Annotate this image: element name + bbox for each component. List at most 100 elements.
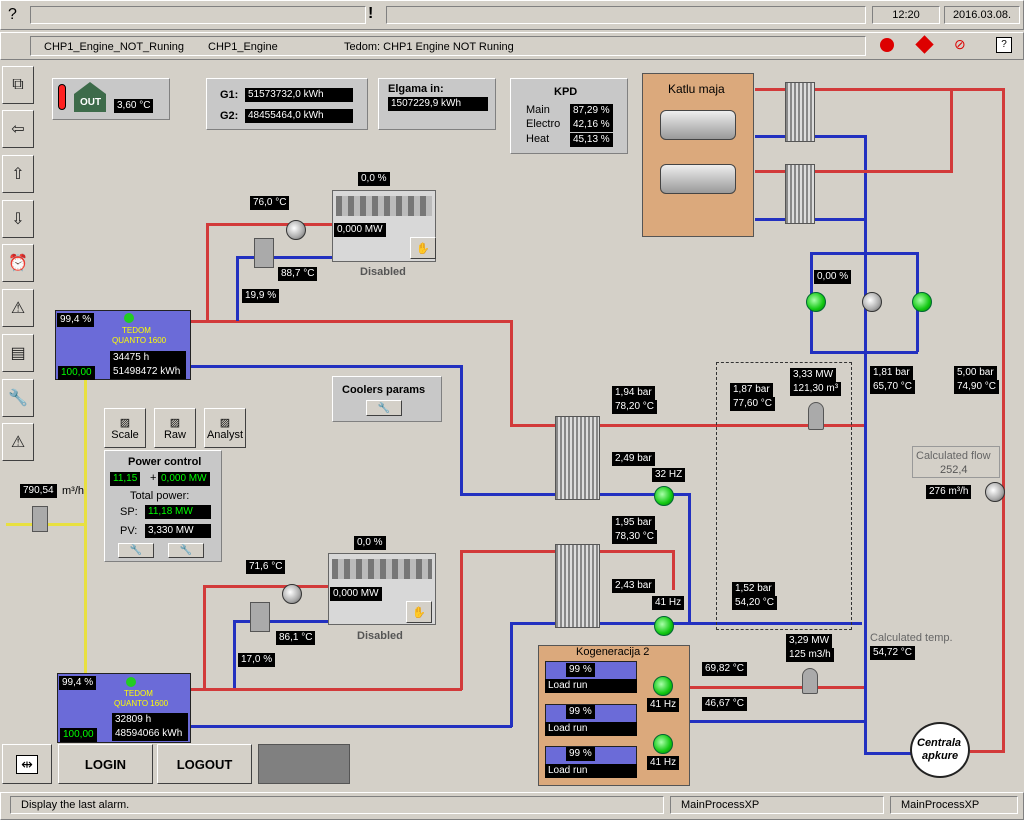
pipe-red <box>510 320 513 425</box>
pump-left[interactable] <box>806 292 826 312</box>
kogen-s1: Load run <box>545 679 637 693</box>
outside-temp-value: 3,60 °C <box>114 99 154 113</box>
cooler2-valve[interactable] <box>250 602 270 632</box>
pipe-red <box>815 88 1005 91</box>
cooler2-pump[interactable] <box>282 584 302 604</box>
alarm-off-icon[interactable]: ⊘ <box>954 36 966 52</box>
alarm-clock-button[interactable]: ⏰ <box>2 244 34 282</box>
kogen-s3: Load run <box>545 764 637 778</box>
down-button[interactable]: ⇩ <box>2 200 34 238</box>
g1-value: 51573732,0 kWh <box>245 88 353 102</box>
engine2-kwh: 48594066 kWh <box>112 727 188 741</box>
cooler1-valve[interactable] <box>254 238 274 268</box>
engine2-brand: TEDOM <box>124 689 153 698</box>
heat-exchanger-top-2 <box>785 164 815 224</box>
gas-unit: m³/h <box>62 485 84 497</box>
scale-button[interactable]: ▨Scale <box>104 408 146 448</box>
cooler2-pct: 0,0 % <box>354 536 386 550</box>
layout-toggle-button[interactable]: ⇹ <box>2 744 52 784</box>
windows-button[interactable]: ⧉ <box>2 66 34 104</box>
power-sp[interactable]: 11,18 MW <box>145 505 211 519</box>
report-button[interactable]: ▤ <box>2 334 34 372</box>
cooler1-valve-pct: 19,9 % <box>242 289 280 303</box>
kogen-pump-1[interactable] <box>653 676 673 696</box>
katlu-maja-panel[interactable] <box>642 73 754 237</box>
power-pv: 3,330 MW <box>145 524 211 538</box>
raw-button[interactable]: ▨Raw <box>154 408 196 448</box>
cooler1-pump[interactable] <box>286 220 306 240</box>
pipe-blue <box>600 622 862 625</box>
cooler1-fans <box>336 196 432 216</box>
outside-label: OUT <box>80 97 102 108</box>
alarm-bell-icon[interactable] <box>880 38 894 52</box>
kogen-p3: 99 % <box>566 747 595 761</box>
kogen-pump-2[interactable] <box>653 734 673 754</box>
power-settings-button-2[interactable]: 🔧 <box>168 543 204 558</box>
status-process-1: MainProcessXP <box>670 796 884 814</box>
engine1-kwh: 51498472 kWh <box>110 365 186 379</box>
centrala-apkure[interactable] <box>910 722 970 778</box>
engine2-load: 100,00 <box>60 728 97 742</box>
up-button[interactable]: ⇧ <box>2 155 34 193</box>
info-field <box>30 6 366 24</box>
tools-button[interactable]: 🔧 <box>2 379 34 417</box>
power-total-label: Total power: <box>130 490 190 502</box>
main-t6: 46,67 °C <box>702 697 748 711</box>
pumps-pct: 0,00 % <box>814 270 852 284</box>
pipe-red <box>190 688 462 691</box>
cooler2-manual-button[interactable]: ✋ <box>406 601 432 623</box>
gas-valve[interactable] <box>32 506 48 532</box>
hx1-pump[interactable] <box>654 486 674 506</box>
power-settings-button-1[interactable]: 🔧 <box>118 543 154 558</box>
login-button[interactable]: LOGIN <box>58 744 153 784</box>
engine1-status-icon <box>124 313 134 323</box>
cooler1-manual-button[interactable]: ✋ <box>410 237 436 259</box>
power-v2: 0,000 MW <box>158 472 210 486</box>
coolers-params-button[interactable]: 🔧 <box>366 400 402 416</box>
dashed-boundary <box>716 362 852 630</box>
back-button[interactable]: ⇦ <box>2 110 34 148</box>
pipe-blue <box>755 218 785 221</box>
elgama-title: Elgama in: <box>388 83 444 95</box>
pipe-blue <box>233 620 236 688</box>
pump-right[interactable] <box>912 292 932 312</box>
pipe-red <box>203 585 329 588</box>
pipe-blue <box>233 620 329 623</box>
kpd-electro-value: 42,16 % <box>570 118 613 132</box>
context-help-icon[interactable]: ? <box>996 37 1012 53</box>
calc-temp-label: Calculated temp. <box>870 632 953 644</box>
alarm-icon[interactable]: ! <box>368 5 374 22</box>
power-pv-label: PV: <box>120 525 138 537</box>
alert-button[interactable]: ⚠ <box>2 423 34 461</box>
warning-button[interactable]: ⚠ <box>2 289 34 327</box>
help-icon[interactable]: ? <box>8 6 17 23</box>
pipe-blue <box>190 365 462 368</box>
engine1-load: 100,00 <box>58 366 95 380</box>
title-field <box>30 36 866 56</box>
main-p2: 1,81 bar <box>870 366 913 380</box>
cooler1-status: Disabled <box>360 266 406 278</box>
main-lower-flow: 125 m3/h <box>786 648 834 662</box>
main-mw: 3,33 MW <box>790 368 837 382</box>
logout-button[interactable]: LOGOUT <box>157 744 252 784</box>
analyst-button[interactable]: ▨Analyst <box>204 408 246 448</box>
main-t1: 77,60 °C <box>730 397 776 411</box>
pipe-blue <box>864 135 867 755</box>
hx2-pump[interactable] <box>654 616 674 636</box>
pipe-red <box>690 686 865 689</box>
kogen-hz1: 41 Hz <box>647 698 680 712</box>
main-t4: 54,20 °C <box>732 596 778 610</box>
centrala-line1: Centrala <box>917 737 962 749</box>
boiler-2-icon[interactable] <box>660 164 736 194</box>
lower-flow-meter-icon[interactable] <box>802 668 818 694</box>
flow-meter-icon[interactable] <box>808 402 824 430</box>
pipe-blue <box>510 622 513 727</box>
kogen-p1: 99 % <box>566 663 595 677</box>
pump-middle[interactable] <box>862 292 882 312</box>
pipe-red <box>203 585 206 689</box>
calc-flow-m3: 276 m³/h <box>926 485 972 499</box>
hx2-hz: 41 Hz <box>652 596 685 610</box>
g2-label: G2: <box>220 110 239 122</box>
calc-flow-pump[interactable] <box>985 482 1005 502</box>
boiler-1-icon[interactable] <box>660 110 736 140</box>
